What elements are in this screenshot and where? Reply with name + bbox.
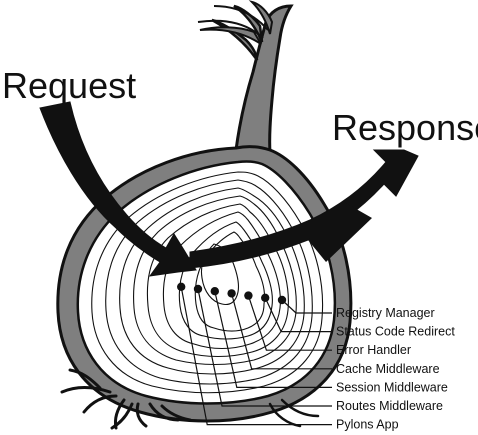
request-label: Request bbox=[2, 65, 136, 106]
leader-line bbox=[214, 291, 332, 388]
request-arrow bbox=[39, 101, 197, 277]
layer-dot bbox=[244, 291, 253, 300]
layer-dot bbox=[193, 284, 203, 294]
layer-label: Status Code Redirect bbox=[336, 325, 455, 339]
leader-line bbox=[180, 286, 332, 426]
response-label: Response bbox=[332, 107, 478, 148]
layer-label: Pylons App bbox=[336, 418, 399, 432]
layer-dot bbox=[227, 289, 236, 298]
layer-label: Session Middleware bbox=[336, 380, 448, 394]
layer-label: Cache Middleware bbox=[336, 362, 440, 376]
onion-stem bbox=[197, 0, 294, 154]
leader-line bbox=[264, 297, 332, 333]
leader-line bbox=[247, 295, 332, 351]
leader-line bbox=[231, 293, 332, 370]
response-arrow bbox=[189, 149, 419, 269]
onion-roots-right bbox=[268, 398, 320, 428]
layer-dot bbox=[210, 287, 219, 296]
layer-label: Error Handler bbox=[336, 343, 411, 357]
layer-label: Routes Middleware bbox=[336, 399, 443, 413]
layer-dot bbox=[261, 293, 270, 302]
layer-dot bbox=[177, 282, 186, 291]
layer-dot bbox=[277, 295, 287, 305]
layer-label: Registry Manager bbox=[336, 306, 435, 320]
onion-roots bbox=[60, 368, 192, 430]
leader-line bbox=[281, 299, 332, 314]
leader-line bbox=[197, 288, 332, 407]
